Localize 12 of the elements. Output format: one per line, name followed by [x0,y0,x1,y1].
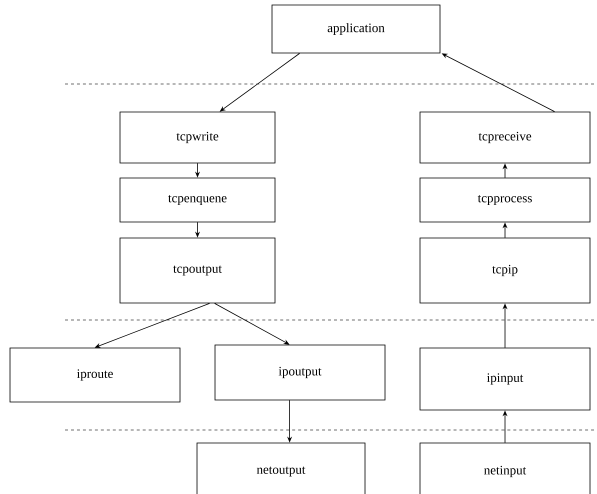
process-box: tcpreceive [420,112,590,164]
process-box: tcpip [420,238,590,304]
process-box: iproute [10,348,180,402]
process-box: tcpwrite [120,112,276,164]
process-box: netinput [420,442,590,494]
process-box: netoutput [196,442,366,494]
process-box: tcpenquene [120,178,276,222]
process-box: ipoutput [214,344,386,400]
process-box: tcpoutput [120,238,276,304]
process-box: application [272,4,440,54]
process-box: ipinput [420,348,590,410]
process-box: tcpprocess [420,178,590,222]
